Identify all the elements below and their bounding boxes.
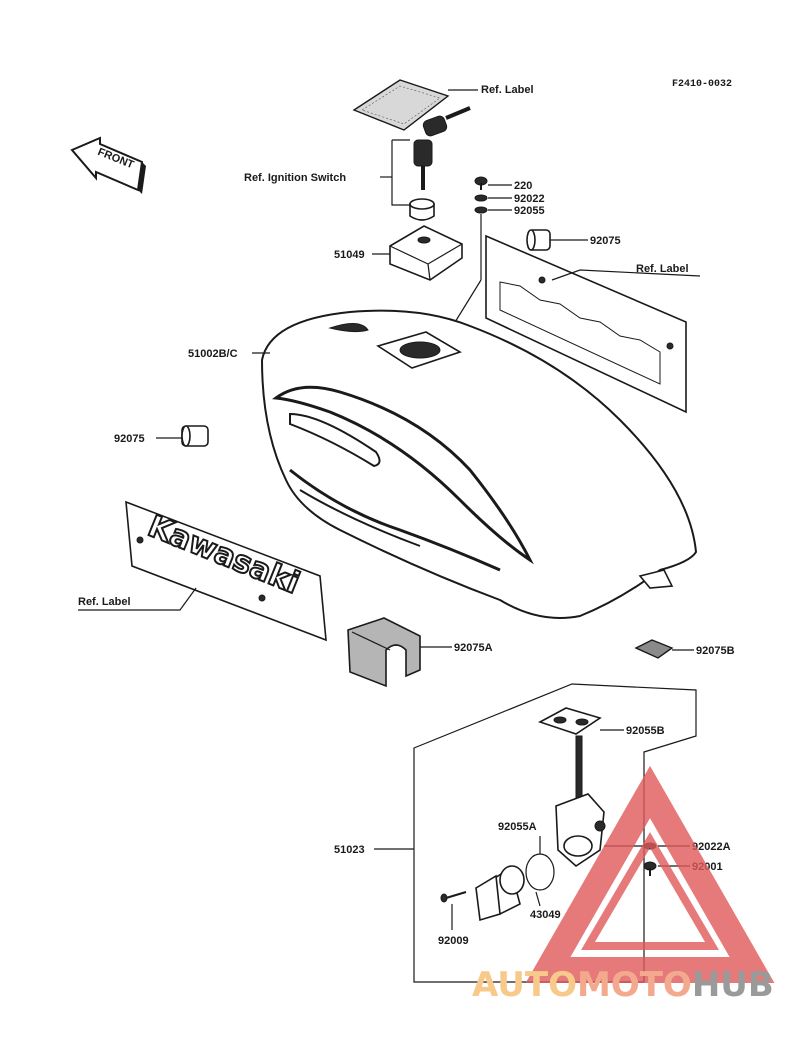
watermark-logo: [525, 765, 775, 983]
callout-ref-ignition-switch: Ref. Ignition Switch: [244, 172, 346, 184]
callout-51002bc: 51002B/C: [188, 348, 238, 360]
bolt-92001-icon: [643, 861, 657, 876]
front-arrow-icon: FRONT: [70, 136, 146, 194]
watermark-hub: HUB: [692, 965, 774, 1005]
rubber-92075-left-icon: [181, 425, 209, 447]
ignition-key-icon: [413, 106, 471, 190]
callout-92009: 92009: [438, 935, 469, 947]
callout-92075a: 92075A: [454, 642, 493, 654]
kawasaki-emblem-icon: Kawasaki: [125, 500, 327, 642]
lever-43049-icon: [475, 865, 525, 922]
gasket-92055b-icon: [537, 707, 602, 735]
callout-ref-label-top: Ref. Label: [481, 84, 534, 96]
callout-92075-left: 92075: [114, 433, 145, 445]
ignition-cylinder-icon: [409, 198, 435, 221]
washer-92022-icon: [474, 194, 488, 202]
callout-51049: 51049: [334, 249, 365, 261]
watermark-moto: MOTO: [577, 965, 692, 1005]
callout-51023: 51023: [334, 844, 365, 856]
watermark-text: AUTOMOTOHUB: [472, 965, 774, 1005]
callout-92055b: 92055B: [626, 725, 665, 737]
watermark-auto: AUTO: [472, 965, 577, 1005]
callout-43049: 43049: [530, 909, 561, 921]
callout-92055a: 92055A: [498, 821, 537, 833]
callout-92075-top: 92075: [590, 235, 621, 247]
screw-220-icon: [474, 176, 488, 190]
rubber-92075b-icon: [634, 639, 674, 659]
screw-92009-icon: [440, 891, 467, 903]
callout-92022a: 92022A: [692, 841, 731, 853]
rubber-92075a-icon: [347, 617, 421, 688]
fuel-tank-icon: [260, 309, 698, 619]
callout-ref-label-left: Ref. Label: [78, 596, 131, 608]
rubber-92075-top-icon: [526, 229, 551, 251]
ref-label-sheet-icon: [352, 79, 450, 131]
fuel-cap-icon: [389, 225, 463, 281]
fuel-cock-icon: [555, 735, 606, 868]
oring-92055a-icon: [525, 853, 555, 891]
callout-92022: 92022: [514, 193, 545, 205]
ref-label-panel-right-icon: [485, 234, 687, 414]
callout-92055: 92055: [514, 205, 545, 217]
callout-ref-label-right: Ref. Label: [636, 263, 689, 275]
washer-92055-icon: [474, 206, 488, 214]
callout-220: 220: [514, 180, 532, 192]
callout-92075b: 92075B: [696, 645, 735, 657]
drawing-code: F2410-0032: [672, 79, 732, 90]
